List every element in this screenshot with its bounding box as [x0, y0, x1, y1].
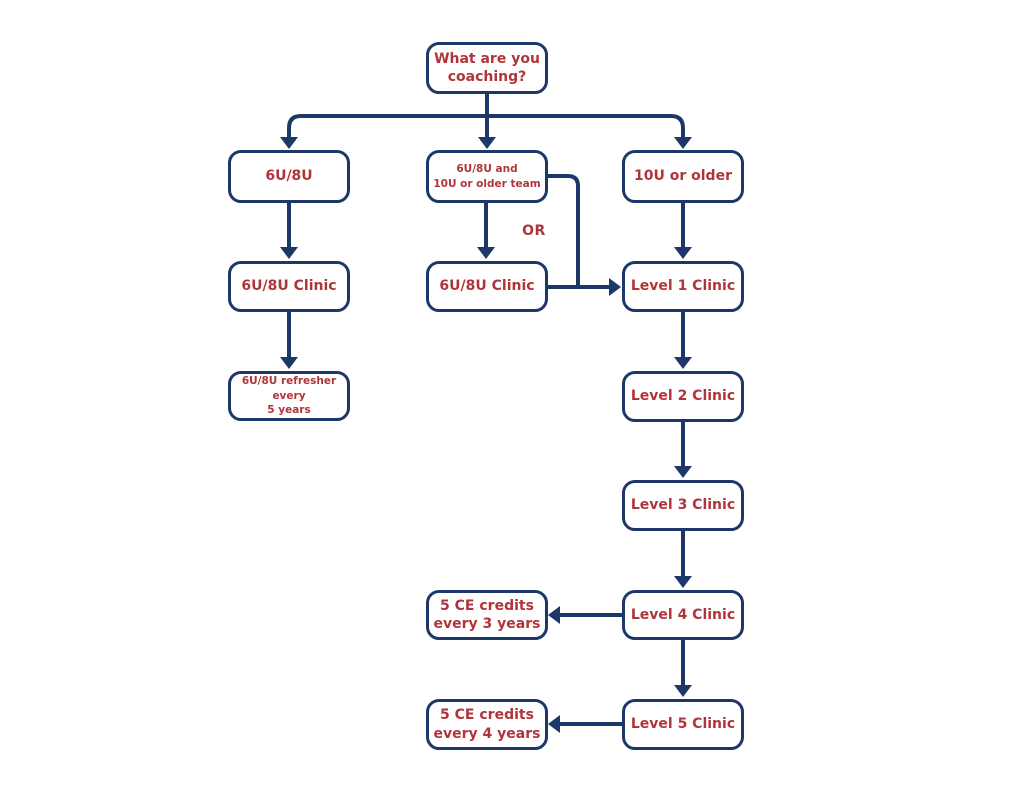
node-start: What are you coaching? — [426, 42, 548, 94]
connector-clinic-to-level1 — [546, 278, 621, 296]
connector-both-to-clinic — [477, 203, 495, 259]
connector-level2-to-level3 — [674, 421, 692, 478]
node-ce-3yr: 5 CE credits every 3 years — [426, 590, 548, 640]
node-refresher: 6U/8U refresher every 5 years — [228, 371, 350, 421]
node-ce-4yr: 5 CE credits every 4 years — [426, 699, 548, 750]
or-label: OR — [522, 223, 546, 239]
connector-clinic-to-refresher — [280, 312, 298, 369]
node-age-10u: 10U or older — [622, 150, 744, 203]
connector-level4-to-ce3 — [548, 606, 623, 624]
node-level1-clinic: Level 1 Clinic — [622, 261, 744, 312]
node-level2-clinic: Level 2 Clinic — [622, 371, 744, 422]
node-age-6u8u: 6U/8U — [228, 150, 350, 203]
connector-level4-to-level5 — [674, 640, 692, 697]
connector-10u-to-level1 — [674, 203, 692, 259]
node-level4-clinic: Level 4 Clinic — [622, 590, 744, 640]
connector-start-branches — [280, 94, 692, 149]
node-level3-clinic: Level 3 Clinic — [622, 480, 744, 531]
node-age-both: 6U/8U and 10U or older team — [426, 150, 548, 203]
connector-level3-to-level4 — [674, 531, 692, 588]
node-level5-clinic: Level 5 Clinic — [622, 699, 744, 750]
node-clinic-6u8u-mid: 6U/8U Clinic — [426, 261, 548, 312]
node-clinic-6u8u-left: 6U/8U Clinic — [228, 261, 350, 312]
connector-6u8u-to-clinic — [280, 203, 298, 259]
connector-level5-to-ce4 — [548, 715, 623, 733]
connector-level1-to-level2 — [674, 312, 692, 369]
